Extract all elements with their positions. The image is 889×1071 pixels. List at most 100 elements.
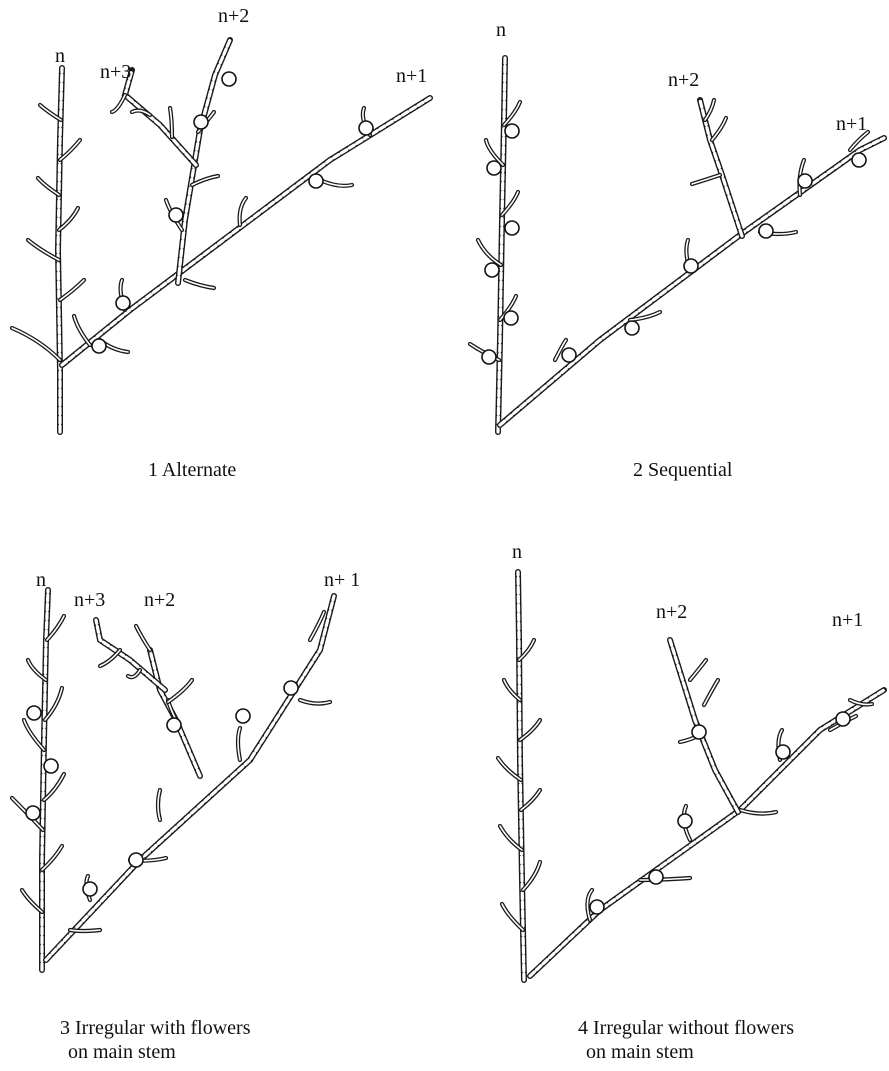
flower-icon — [487, 161, 501, 175]
main-stem-n — [58, 68, 62, 432]
lateral-twig — [640, 878, 690, 880]
lateral-twig — [478, 240, 501, 265]
lateral-twig — [712, 118, 726, 140]
flower-icon — [505, 221, 519, 235]
flower-icon — [194, 115, 208, 129]
panel-caption-line-2: on main stem — [68, 1041, 176, 1063]
flower-icon — [44, 759, 58, 773]
flower-icon — [649, 870, 663, 884]
lateral-twig — [521, 790, 540, 810]
lateral-twig — [38, 178, 59, 195]
flower-icon — [505, 124, 519, 138]
flower-icon — [236, 709, 250, 723]
lateral-twig — [185, 280, 214, 288]
lateral-twig — [24, 720, 44, 750]
panel-caption: 2 Sequential — [633, 459, 733, 481]
lateral-twig — [136, 626, 150, 650]
flower-icon — [482, 350, 496, 364]
lateral-twig — [44, 774, 64, 800]
branch-n+3 — [125, 70, 196, 165]
panel-caption-line-1: 4 Irregular without flowers — [578, 1017, 794, 1039]
flower-icon — [836, 712, 850, 726]
flower-icon — [852, 153, 866, 167]
axis-label-n+3: n+3 — [74, 589, 105, 611]
flower-icon — [562, 348, 576, 362]
flower-icon — [504, 311, 518, 325]
lateral-twig — [692, 175, 720, 184]
lateral-twig — [523, 862, 540, 890]
lateral-twig — [170, 108, 172, 137]
flower-icon — [83, 882, 97, 896]
lateral-twig — [520, 720, 540, 740]
flower-icon — [590, 900, 604, 914]
branch-n+3 — [96, 620, 165, 690]
axis-label-n: n — [36, 569, 46, 591]
flower-icon — [169, 208, 183, 222]
branch-n+1 — [500, 138, 884, 425]
flower-icon — [284, 681, 298, 695]
lateral-twig — [28, 240, 59, 260]
panel-2-sequential: n n+2 n+1 2 Sequential — [470, 19, 884, 481]
axis-label-n+2: n+2 — [668, 69, 699, 91]
lateral-twig — [704, 680, 718, 705]
flower-icon — [116, 296, 130, 310]
lateral-twig — [100, 650, 120, 666]
panel-caption: 1 Alternate — [148, 459, 236, 481]
lateral-twig — [690, 660, 706, 680]
axis-label-n+1: n+ 1 — [324, 569, 360, 591]
flower-icon — [485, 263, 499, 277]
flower-icon — [625, 321, 639, 335]
lateral-twig — [59, 208, 78, 230]
lateral-twig — [70, 930, 100, 931]
axis-label-n: n — [55, 45, 65, 67]
axis-label-n+2: n+2 — [218, 5, 249, 27]
panel-caption-line-1: 3 Irregular with flowers — [60, 1017, 251, 1039]
lateral-twig — [740, 810, 776, 814]
lateral-twig — [60, 280, 84, 300]
lateral-twig — [192, 176, 218, 185]
lateral-twig — [112, 95, 125, 112]
axis-label-n+2: n+2 — [144, 589, 175, 611]
panel-1-alternate: n n+3 n+2 n+1 1 Alternate — [12, 5, 430, 481]
lateral-twig — [168, 680, 192, 702]
lateral-twig — [320, 180, 352, 186]
flower-icon — [776, 745, 790, 759]
lateral-twig — [12, 328, 60, 360]
branch-n+2 — [150, 650, 200, 776]
lateral-twig — [128, 670, 140, 677]
axis-label-n+1: n+1 — [836, 113, 867, 135]
flower-icon — [359, 121, 373, 135]
main-stem-n — [498, 58, 505, 432]
flower-icon — [678, 814, 692, 828]
flower-icon — [759, 224, 773, 238]
flower-icon — [26, 806, 40, 820]
axis-label-n+3: n+3 — [100, 61, 131, 83]
axis-label-n+2: n+2 — [656, 601, 687, 623]
flower-icon — [798, 174, 812, 188]
lateral-twig — [132, 111, 150, 115]
lateral-twig — [158, 790, 160, 820]
flower-icon — [309, 174, 323, 188]
lateral-twig — [60, 140, 80, 160]
branch-n+1 — [46, 596, 334, 960]
flower-icon — [684, 259, 698, 273]
flower-icon — [222, 72, 236, 86]
panel-caption-line-2: on main stem — [586, 1041, 694, 1063]
branch-n+1 — [62, 98, 430, 365]
panel-3-irregular-with-flowers: n n+3 n+2 n+ 1 3 Irregular with flowers … — [12, 569, 360, 1063]
axis-label-n: n — [496, 19, 506, 41]
flower-icon — [692, 725, 706, 739]
axis-label-n+1: n+1 — [832, 609, 863, 631]
branch-n+1 — [530, 690, 884, 976]
lateral-twig — [705, 100, 714, 120]
flower-icon — [92, 339, 106, 353]
panel-4-irregular-without-flowers: n n+2 n+1 4 Irregular without flowers on… — [498, 541, 884, 1063]
axis-label-n: n — [512, 541, 522, 563]
flower-icon — [27, 706, 41, 720]
flower-icon — [129, 853, 143, 867]
lateral-twig — [74, 316, 90, 345]
lateral-twig — [300, 700, 330, 704]
flower-icon — [167, 718, 181, 732]
lateral-twig — [238, 728, 240, 760]
